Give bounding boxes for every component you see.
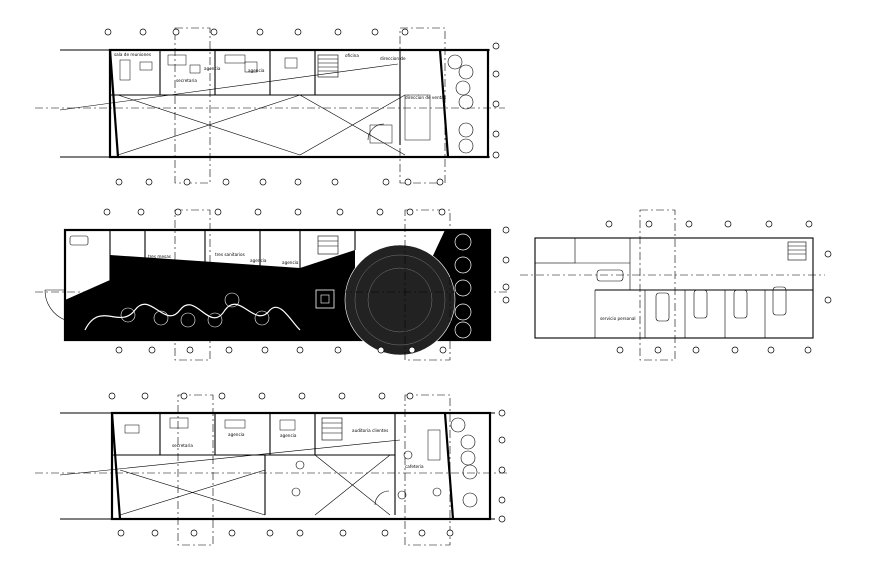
room-label: agencia (250, 258, 267, 263)
room-label: secretaria (176, 78, 197, 83)
room-label: cafeteria (405, 464, 424, 469)
room-label: direccion de (380, 56, 406, 61)
room-label: secretaria (172, 443, 193, 448)
room-label: servicio personal (600, 316, 636, 321)
room-label: tres mesas (148, 254, 171, 259)
floor-plan-bottom: secretaria agencia agencia auditoria cli… (35, 394, 510, 546)
room-label: direccion de ventas (405, 95, 446, 100)
room-label: sala de reuniones (114, 52, 151, 57)
room-label: agencia (204, 66, 221, 71)
room-label: agencia (228, 432, 245, 437)
room-label: auditoria clientes (352, 428, 388, 433)
floor-plan-top: sala de reuniones secretaria agencia age… (35, 27, 505, 184)
floor-plan-middle: recepcion tres mesas tres sanitarios age… (35, 209, 510, 361)
grid-bubbles-right (605, 220, 832, 354)
grid-bubbles-bottom (108, 392, 506, 537)
room-label: agencia (280, 433, 297, 438)
grid-bubbles-middle (103, 208, 510, 354)
room-label: oficina (345, 53, 359, 58)
grid-bubbles-top (104, 28, 500, 186)
floor-plan-right-parking: servicio personal (520, 209, 825, 361)
room-label: agencia (282, 260, 299, 265)
room-label: agencia (248, 68, 265, 73)
room-label: tres sanitarios (215, 252, 245, 257)
room-label: recepcion (115, 256, 136, 261)
